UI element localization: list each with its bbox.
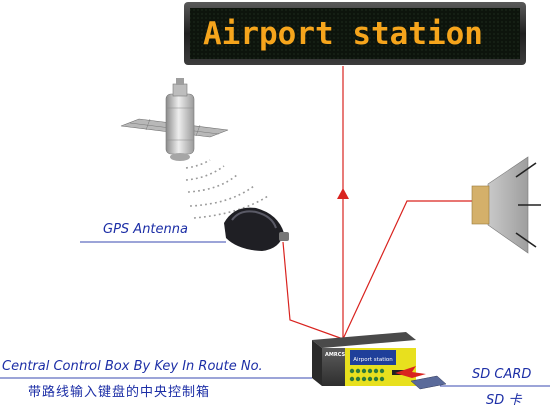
wiring <box>282 66 472 340</box>
wire-gps <box>282 241 344 340</box>
control-box-screen-text: Airport station <box>353 357 393 363</box>
led-sign: Airport station <box>184 2 526 65</box>
control-box-label-en: Central Control Box By Key In Route No. <box>2 359 263 374</box>
signal-waves-icon <box>185 159 269 219</box>
control-box: Airport station AMRCS <box>312 332 416 386</box>
arrow-up-icon <box>337 188 349 199</box>
sd-card-label-cn: SD 卡 <box>486 393 522 408</box>
satellite-icon <box>120 78 229 161</box>
gps-antenna-icon <box>224 207 289 251</box>
insert-arrow-icon <box>395 366 426 378</box>
sd-card-label-en: SD CARD <box>472 367 532 382</box>
gps-antenna-label: GPS Antenna <box>103 222 188 237</box>
sd-card-icon <box>410 375 447 390</box>
speaker-icon <box>471 156 541 254</box>
sign-text: Airport station <box>203 16 483 52</box>
control-box-keypad <box>349 368 385 382</box>
control-box-brand: AMRCS <box>325 352 345 358</box>
control-box-screen <box>350 350 396 365</box>
control-box-label-cn: 带路线输入键盘的中央控制箱 <box>28 385 211 400</box>
wire-speaker <box>342 200 472 340</box>
